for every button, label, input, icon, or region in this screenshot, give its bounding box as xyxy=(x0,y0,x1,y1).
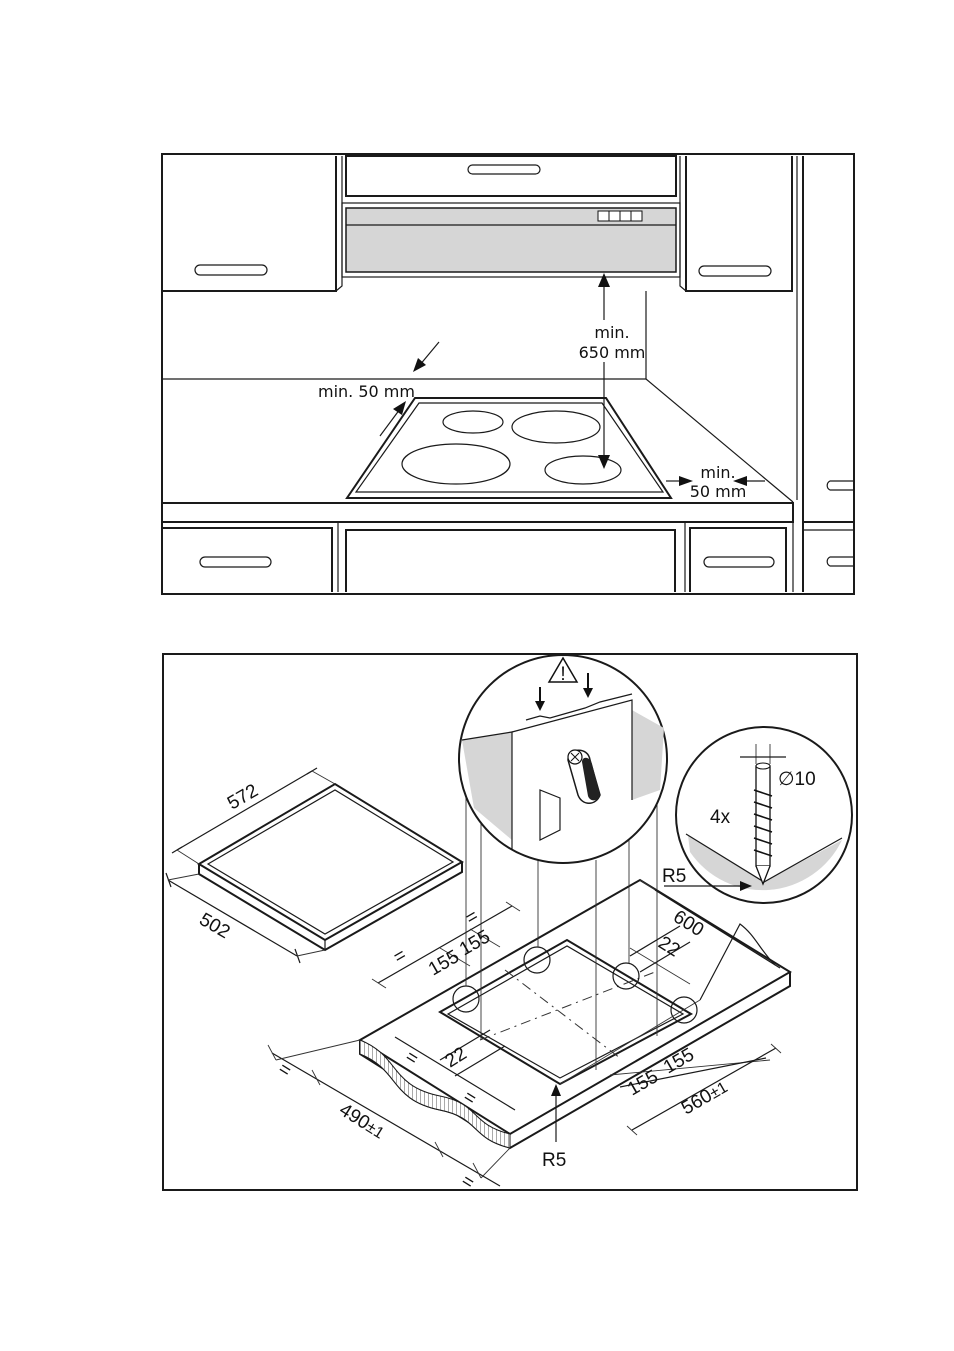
corner-radius-bottom-label: R5 xyxy=(542,1150,566,1171)
worktop-depth-label: 600 xyxy=(669,906,707,941)
inset-dimension-left: 22 xyxy=(440,1030,505,1076)
screw-diameter-label: ∅10 xyxy=(778,769,816,790)
clip-spacing-top-b-label: 155 xyxy=(456,926,494,960)
hob-perspective: 572 502 xyxy=(166,768,462,963)
inset-right-label: 22 xyxy=(654,932,683,961)
equal-mark-1: = xyxy=(390,945,410,969)
equal-mark-3: = xyxy=(401,1046,422,1070)
equal-mark-5: = xyxy=(274,1058,295,1082)
screw-icon xyxy=(754,763,772,884)
clip-spacing-top: = = 155 155 xyxy=(372,902,520,988)
corner-radius-top-label: R5 xyxy=(662,866,686,887)
equal-mark-2: = xyxy=(462,906,482,930)
clip-position xyxy=(524,947,550,973)
screw-count-label: 4x xyxy=(710,807,731,828)
cutout-width-label: 560±1 xyxy=(678,1076,731,1119)
clip-detail-view: ! xyxy=(459,655,667,863)
screw-detail-view: ∅10 4x xyxy=(676,727,852,903)
warning-symbol: ! xyxy=(560,664,565,685)
hob-depth-label: 572 xyxy=(224,780,262,814)
clip-spacing-top-a-label: 155 xyxy=(425,946,463,980)
hob-width-label: 502 xyxy=(196,909,234,943)
clip-spacing-bottom-a-label: 155 xyxy=(624,1066,662,1100)
